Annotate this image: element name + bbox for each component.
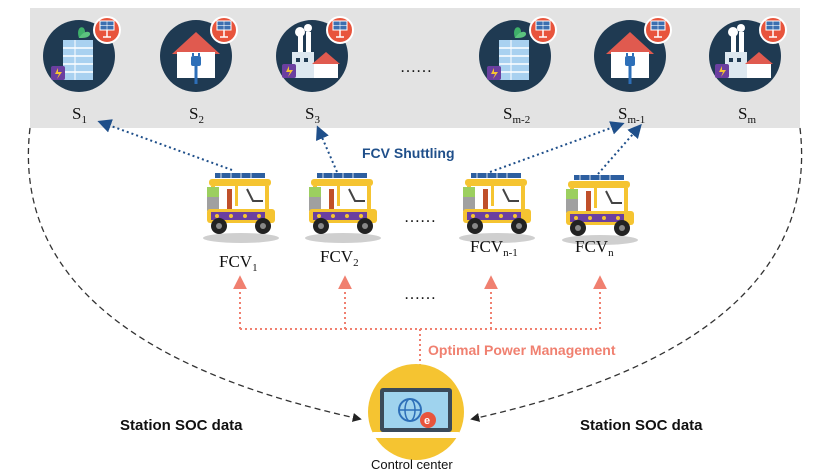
soc-line-right bbox=[470, 127, 803, 422]
shuttle-arrow-4 bbox=[597, 123, 642, 175]
station-2-label: S2 bbox=[189, 104, 204, 126]
soc-label-left: Station SOC data bbox=[120, 417, 243, 434]
station-m-2-label: Sm-2 bbox=[503, 104, 530, 126]
shuttle-arrow-1 bbox=[97, 119, 233, 171]
fcv-2-label: FCV2 bbox=[320, 247, 359, 269]
svg-text:e: e bbox=[424, 415, 430, 427]
soc-line-left bbox=[27, 127, 362, 422]
fcv-1-icon bbox=[202, 172, 280, 244]
control-center-icon: e bbox=[368, 364, 464, 460]
shuttle-arrow-3 bbox=[489, 121, 625, 173]
power-management-label: Optimal Power Management bbox=[428, 342, 616, 358]
shuttle-arrow-2 bbox=[316, 125, 338, 173]
fcv-1-label: FCV1 bbox=[219, 252, 258, 274]
vehicles-ellipsis: …… bbox=[404, 209, 436, 226]
fcv-n-icon bbox=[561, 174, 639, 246]
stations-ellipsis: …… bbox=[400, 59, 432, 76]
fcv-2-icon bbox=[304, 172, 382, 244]
control-center-label: Control center bbox=[371, 457, 453, 472]
soc-label-right: Station SOC data bbox=[580, 417, 703, 434]
station-1-label: S1 bbox=[72, 104, 87, 126]
station-m-label: Sm bbox=[738, 104, 756, 126]
station-m-1-label: Sm-1 bbox=[618, 104, 645, 126]
fcv-n-label: FCVn bbox=[575, 237, 614, 259]
station-3-label: S3 bbox=[305, 104, 320, 126]
fcv-n-1-icon bbox=[458, 172, 536, 244]
fcv-n-1-label: FCVn-1 bbox=[470, 237, 518, 259]
shuttling-label: FCV Shuttling bbox=[362, 145, 455, 161]
arrows-ellipsis: …… bbox=[404, 286, 436, 303]
